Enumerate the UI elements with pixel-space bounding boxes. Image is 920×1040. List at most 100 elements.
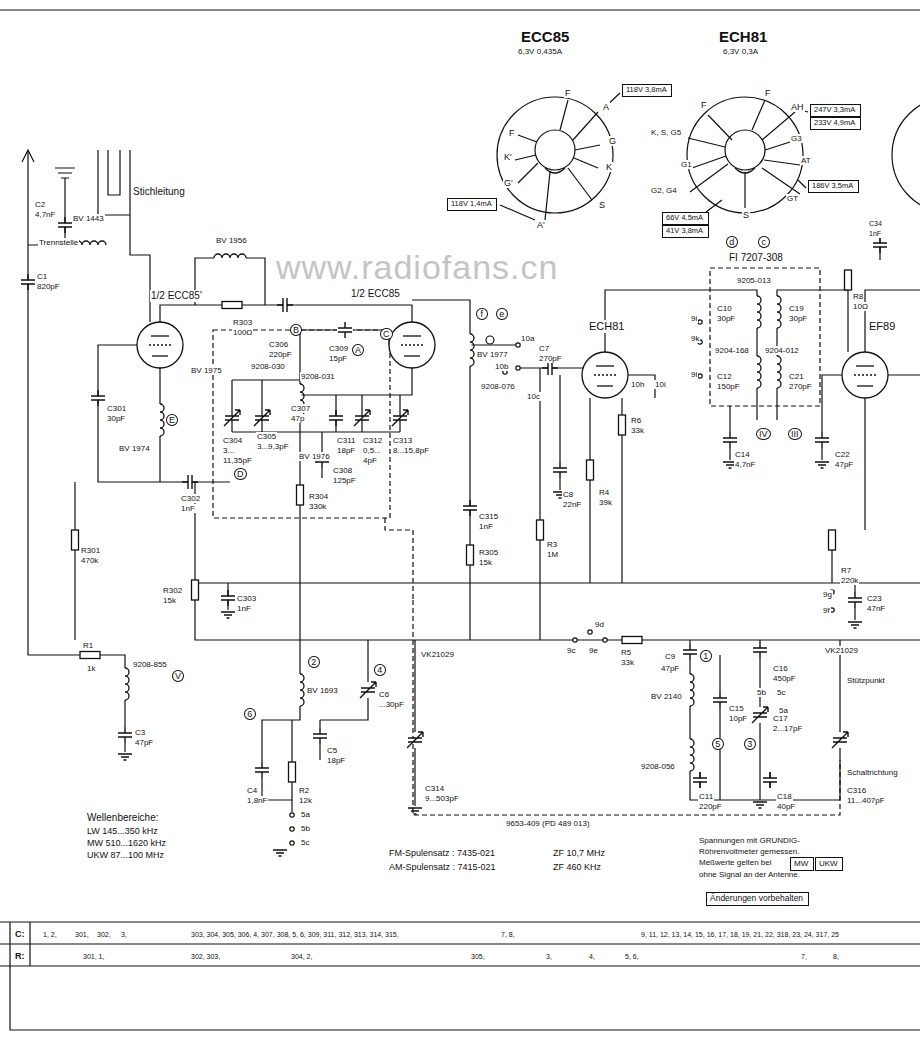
- component-label: 1k: [86, 664, 96, 673]
- component-label: Röhrenvoltmeter gemessen.: [698, 847, 801, 856]
- component-label: 9205-013: [736, 276, 772, 285]
- component-label: C309: [328, 344, 349, 353]
- table-cell: 302,: [96, 931, 112, 939]
- component-label: 9f: [822, 606, 831, 615]
- box-text: MW: [794, 859, 810, 868]
- component-label: S: [742, 210, 750, 220]
- callout-marker: d: [726, 236, 738, 248]
- component-label: 1nF: [180, 504, 196, 513]
- table-cell: 7,: [800, 953, 808, 961]
- box-text: Änderungen vorbehalten: [710, 894, 805, 904]
- component-label: 47nF: [866, 604, 886, 613]
- callout-marker: 1: [700, 650, 712, 662]
- component-label: 11,35pF: [222, 456, 253, 465]
- component-label: FI 7207-308: [728, 252, 784, 264]
- boxed-note: 118V 1,4mA: [447, 198, 497, 211]
- callout-marker: 5: [712, 738, 724, 750]
- component-label: 270pF: [788, 382, 813, 391]
- component-label: LW 145...350 kHz: [86, 826, 159, 836]
- component-label: C16: [772, 664, 789, 673]
- component-label: 4,7nF: [734, 460, 756, 469]
- component-label: C11: [698, 792, 714, 801]
- callout-marker: A: [352, 344, 364, 356]
- component-label: R2: [298, 786, 310, 795]
- component-label: 15k: [478, 558, 493, 567]
- component-label: R3: [546, 540, 558, 549]
- component-label: C4: [246, 786, 258, 795]
- component-label: 270pF: [538, 354, 563, 363]
- component-label: 9208-056: [640, 762, 676, 771]
- component-label: 15pF: [328, 354, 348, 363]
- component-label: 5b: [756, 688, 767, 697]
- component-label: 8...15,8pF: [392, 446, 430, 455]
- component-label: C7: [538, 344, 550, 353]
- component-label: ZF 460 KHz: [552, 862, 602, 872]
- component-label: C315: [478, 512, 499, 521]
- component-label: 47pF: [834, 460, 854, 469]
- component-label: 9208-031: [300, 372, 336, 381]
- table-cell: 304, 2,: [290, 953, 313, 961]
- component-label: C10: [716, 304, 733, 313]
- table-cell: 302, 303,: [190, 953, 221, 961]
- component-label: 220pF: [698, 802, 723, 811]
- component-label: S: [598, 200, 606, 210]
- callout-marker: C: [380, 328, 393, 340]
- component-label: 40pF: [776, 802, 796, 811]
- component-label: GT: [786, 194, 799, 203]
- boxed-note: 41V 3,8mA: [662, 225, 709, 238]
- boxed-note: 233V 4,9mA: [810, 117, 861, 130]
- component-label: 9e: [588, 646, 599, 655]
- callout-marker: D: [234, 468, 247, 480]
- component-label: AM-Spulensatz : 7415-021: [388, 862, 497, 872]
- component-label: R303: [232, 318, 253, 327]
- component-label: G2, G4: [650, 186, 678, 195]
- component-label: EF89: [868, 320, 896, 333]
- component-label: 5b: [300, 824, 311, 833]
- component-label: AH: [790, 102, 805, 112]
- component-label: VK21029: [824, 646, 859, 655]
- component-label: Trennstelle: [38, 238, 79, 247]
- box-text: 186V 3,5mA: [812, 182, 855, 191]
- component-label: 9204-012: [764, 346, 800, 355]
- component-label: C313: [392, 436, 413, 445]
- component-label: 47pF: [660, 664, 680, 673]
- component-label: C314: [424, 784, 445, 793]
- component-label: BV 1443: [72, 214, 105, 223]
- callout-marker: 6: [244, 708, 256, 720]
- component-label: 9...503pF: [424, 794, 460, 803]
- component-label: 5c: [776, 688, 786, 697]
- callout-marker: III: [788, 428, 802, 440]
- component-label: BV 2140: [650, 692, 683, 701]
- component-label: 9d: [594, 620, 605, 629]
- component-label: C303: [236, 594, 257, 603]
- component-label: ...30pF: [378, 700, 405, 709]
- component-label: 10c: [526, 392, 541, 401]
- table-cell: 301,: [74, 931, 90, 939]
- component-label: Stützpunkt: [846, 676, 886, 685]
- callout-marker: 4: [374, 664, 386, 676]
- component-label: 11...407pF: [846, 796, 886, 805]
- component-label: 820pF: [36, 282, 61, 291]
- component-label: F: [508, 128, 516, 138]
- component-label: C1: [36, 272, 48, 281]
- component-label: 6,3V 0,3A: [722, 47, 759, 56]
- component-label: R7: [840, 566, 852, 575]
- component-label: C23: [866, 594, 883, 603]
- component-label: 1/2 ECC85': [150, 290, 203, 302]
- component-label: C18: [776, 792, 793, 801]
- box-text: 41V 3,8mA: [666, 227, 705, 236]
- component-label: 9i: [690, 314, 698, 323]
- component-label: C306: [268, 340, 289, 349]
- component-label: C308: [332, 466, 353, 475]
- component-label: 9208-855: [132, 660, 168, 669]
- component-label: 33k: [620, 658, 635, 667]
- component-label: 9k: [690, 334, 700, 343]
- component-label: R6: [630, 416, 642, 425]
- component-label: 33k: [630, 426, 645, 435]
- component-label: F: [700, 100, 708, 110]
- box-text: UKW: [819, 859, 839, 868]
- component-label: 10a: [520, 334, 535, 343]
- component-label: R302: [162, 586, 183, 595]
- component-label: Spannungen mit GRUNDIG-: [698, 836, 801, 845]
